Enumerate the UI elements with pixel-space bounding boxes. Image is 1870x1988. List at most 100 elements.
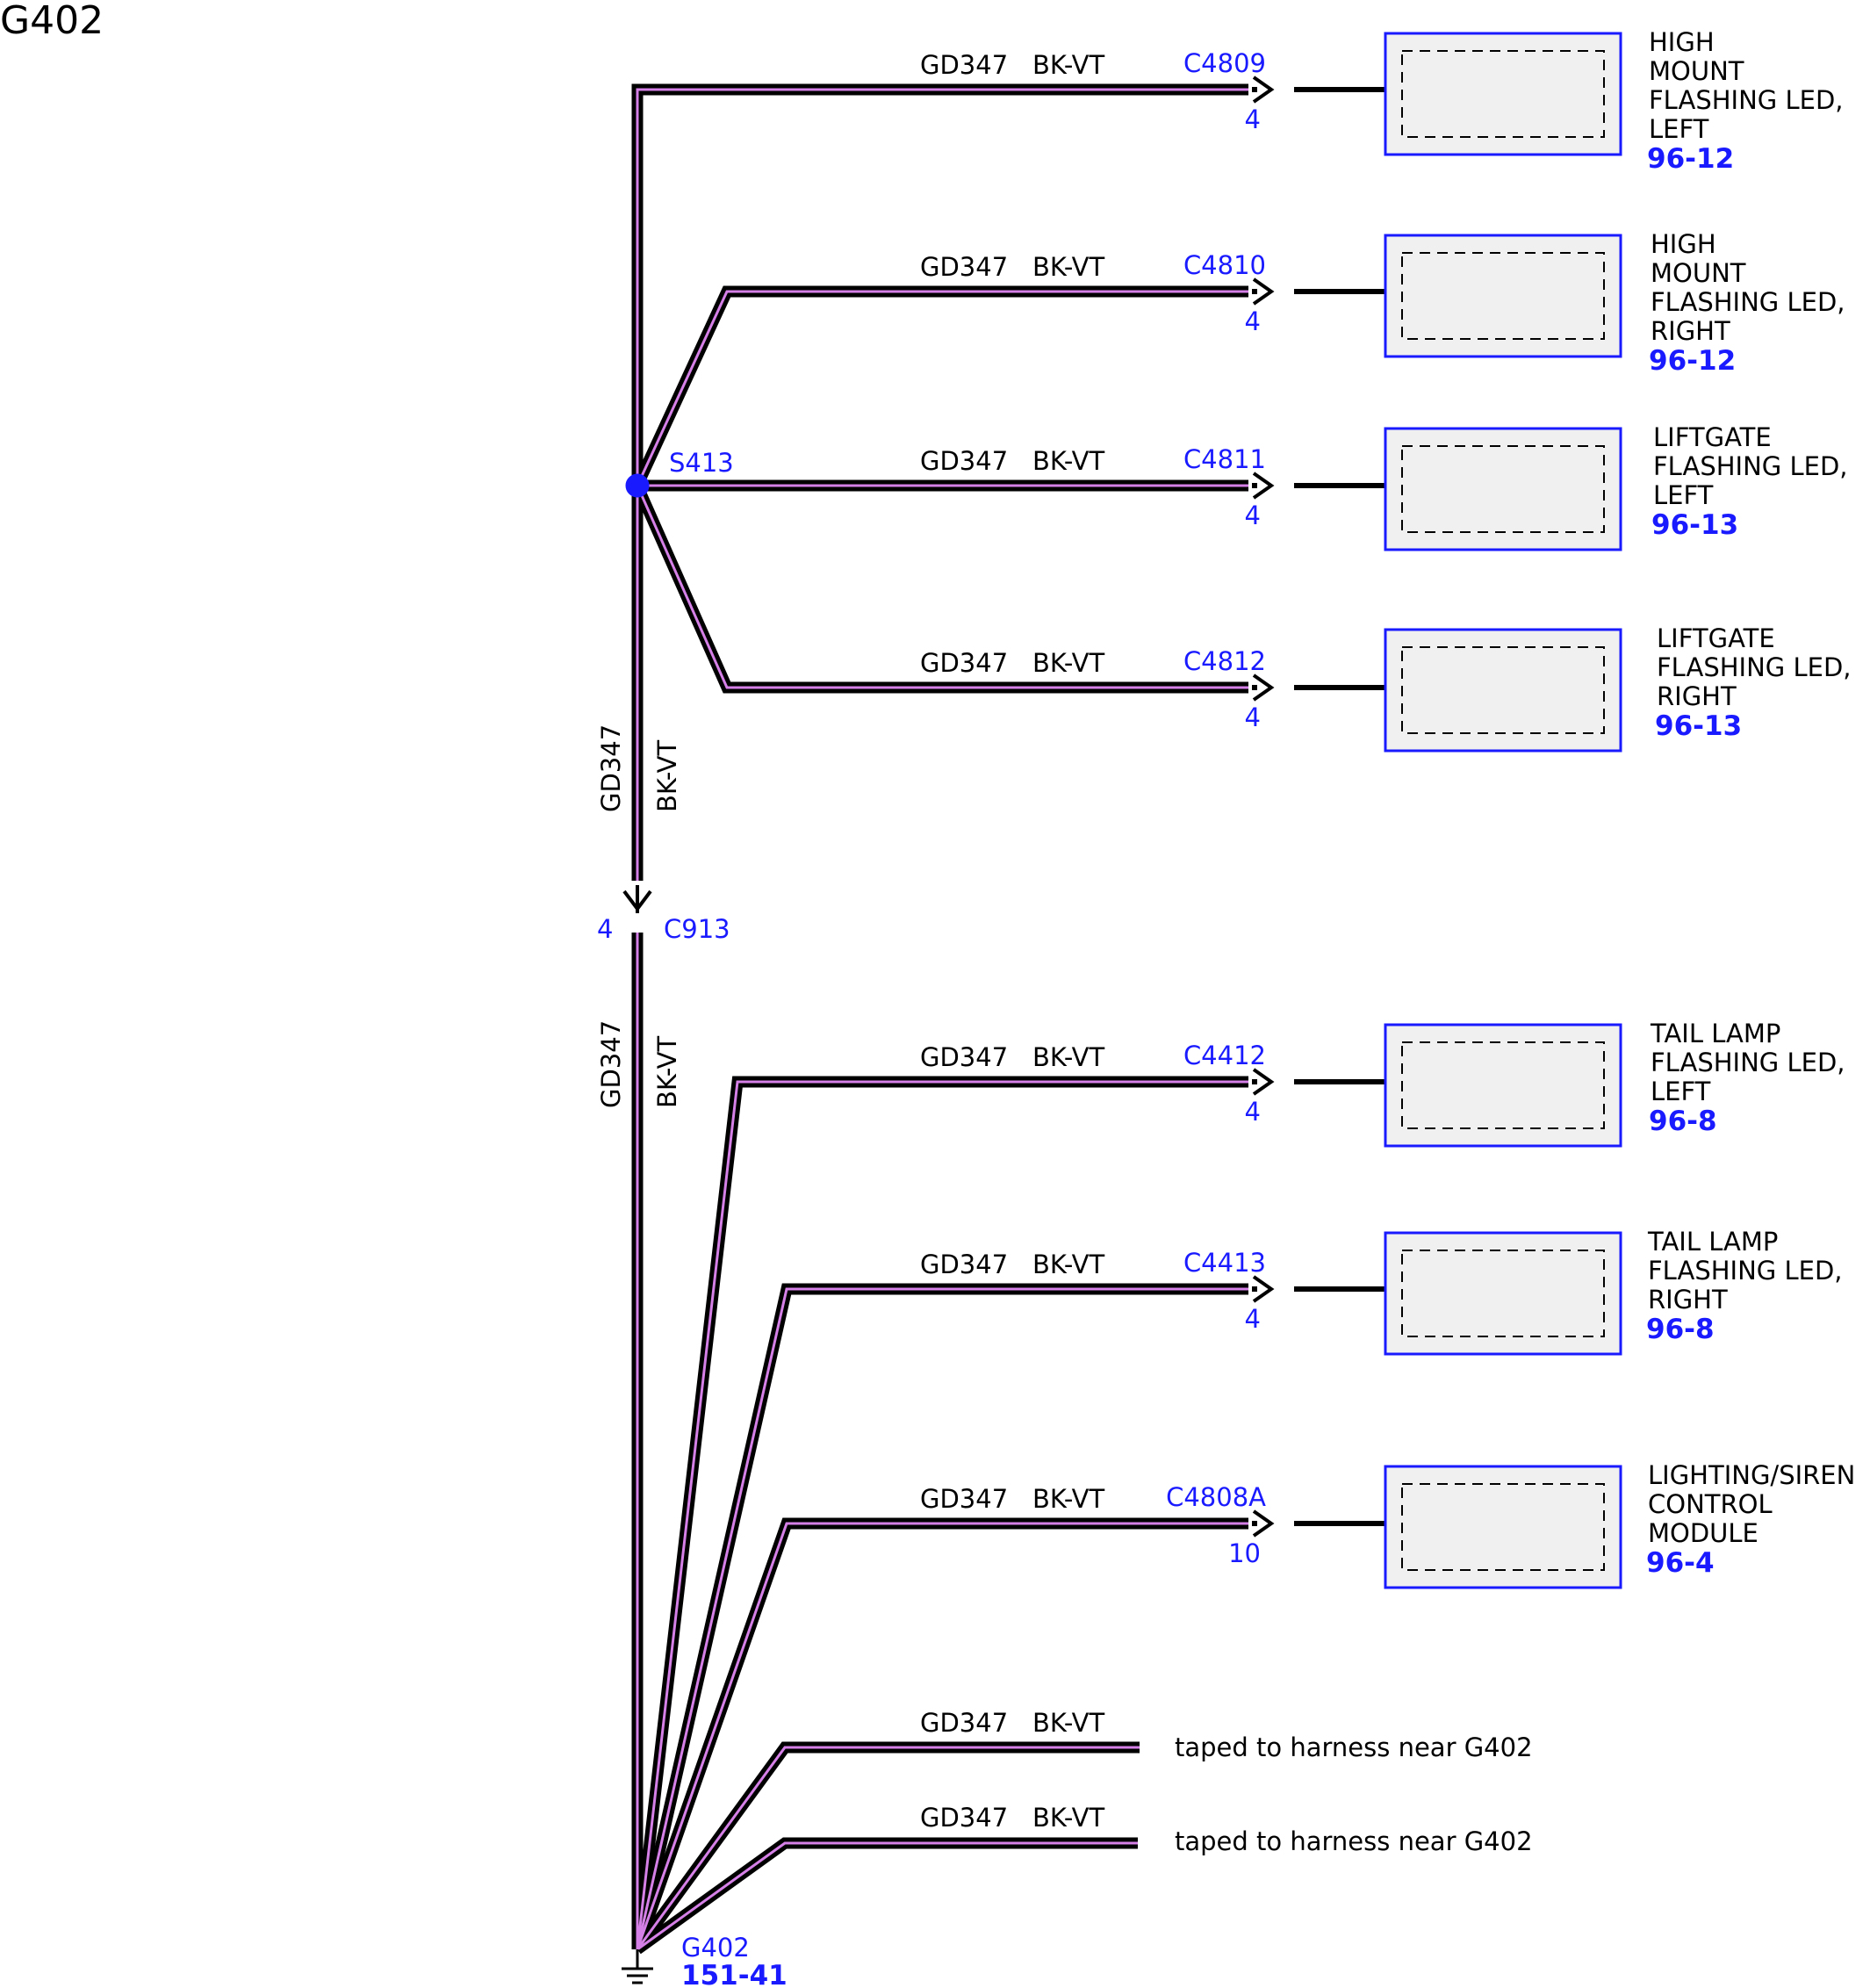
connector-pin: 10 (1228, 1538, 1261, 1568)
component-page-ref[interactable]: 96-4 (1646, 1547, 1715, 1579)
branch-circuit: GD347 (920, 446, 1008, 476)
component-inner-outline (1401, 1041, 1605, 1129)
component-box[interactable] (1384, 234, 1622, 358)
connector-id: C4810 (1183, 250, 1266, 280)
wire-stripes (636, 88, 1248, 1951)
trunk-lower-color: BK-VT (652, 1036, 682, 1108)
component-name-line: RIGHT (1648, 1285, 1728, 1315)
component-name-line: FLASHING LED, (1648, 1256, 1843, 1286)
component-page-ref[interactable]: 96-12 (1649, 345, 1736, 377)
connector-symbol (1252, 673, 1275, 702)
connector-pin: 4 (1245, 702, 1261, 732)
component-name-line: TAIL LAMP (1650, 1019, 1780, 1048)
connector-id: C4808A (1166, 1482, 1266, 1512)
component-page-ref[interactable]: 96-13 (1655, 710, 1742, 742)
component-name-line: FLASHING LED, (1651, 1048, 1845, 1077)
branch-circuit: GD347 (920, 1042, 1008, 1072)
branch-wire-color: BK-VT (1032, 648, 1104, 678)
page-title: G402 (0, 0, 104, 43)
trunk-upper-color: BK-VT (652, 740, 682, 812)
c913-pin: 4 (597, 914, 613, 944)
component-name-line: TAIL LAMP (1647, 1227, 1778, 1257)
taped-1-circuit: GD347 (920, 1708, 1008, 1738)
branch-wire-color: BK-VT (1032, 1250, 1104, 1279)
branch-circuit: GD347 (920, 50, 1008, 80)
component-box[interactable] (1384, 1231, 1622, 1356)
component-name-line: MOUNT (1651, 258, 1746, 288)
component-name-line: CONTROL (1648, 1489, 1773, 1519)
component-box[interactable] (1384, 32, 1622, 156)
connector-pin: 4 (1245, 501, 1261, 530)
connector-symbol (1252, 1275, 1275, 1303)
connector-id: C4412 (1183, 1041, 1266, 1070)
component-name-line: MODULE (1648, 1518, 1759, 1548)
ground-label: G402 (681, 1933, 750, 1963)
component-name-line: LIFTGATE (1653, 422, 1772, 452)
component-inner-outline (1401, 445, 1605, 533)
c913-label: C913 (664, 914, 730, 944)
connector-symbol (1252, 1068, 1275, 1096)
taped-2-color: BK-VT (1032, 1803, 1104, 1833)
component-name-line: FLASHING LED, (1653, 451, 1848, 481)
branch-circuit: GD347 (920, 648, 1008, 678)
component-page-ref[interactable]: 96-8 (1646, 1314, 1715, 1345)
connector-id: C4811 (1183, 444, 1266, 474)
connector-symbol (1252, 472, 1275, 500)
wire-harness (631, 83, 1248, 1955)
branch-wire-color: BK-VT (1032, 1484, 1104, 1514)
component-box[interactable] (1384, 427, 1622, 551)
component-box[interactable] (1384, 1023, 1622, 1148)
component-page-ref[interactable]: 96-13 (1651, 509, 1738, 541)
connector-id: C4413 (1183, 1248, 1266, 1278)
connector-pin: 4 (1245, 1304, 1261, 1334)
component-inner-outline (1401, 1483, 1605, 1571)
component-name-line: LIFTGATE (1657, 623, 1775, 653)
component-name-line: HIGH (1651, 229, 1716, 259)
branch-wire-color: BK-VT (1032, 446, 1104, 476)
component-name-line: LEFT (1649, 114, 1709, 144)
component-name-line: RIGHT (1657, 681, 1737, 711)
component-name-line: MOUNT (1649, 56, 1744, 86)
component-name-line: FLASHING LED, (1651, 287, 1845, 317)
component-name-line: LEFT (1651, 1077, 1711, 1106)
connector-symbol (1252, 76, 1275, 104)
component-inner-outline (1401, 50, 1605, 138)
connector-pin: 4 (1245, 306, 1261, 336)
branch-wire-color: BK-VT (1032, 1042, 1104, 1072)
branch-c4808a: GD347 BK-VT C4808A 10 LIGHTING/SIRENCONTROLM… (920, 1460, 1855, 1589)
splice-label: S413 (669, 448, 734, 478)
component-page-ref[interactable]: 96-8 (1649, 1106, 1717, 1137)
taped-1-note: taped to harness near G402 (1175, 1732, 1533, 1762)
taped-2-note: taped to harness near G402 (1175, 1826, 1533, 1856)
trunk-lower-circuit: GD347 (596, 1020, 626, 1108)
connector-symbol (1252, 1509, 1275, 1538)
taped-1-color: BK-VT (1032, 1708, 1104, 1738)
branch-wire-c4413 (631, 1283, 1248, 1951)
trunk-upper-circuit: GD347 (596, 724, 626, 812)
component-name-line: LIGHTING/SIREN (1648, 1460, 1855, 1490)
component-inner-outline (1401, 252, 1605, 340)
component-box[interactable] (1384, 1465, 1622, 1589)
branch-wire-color: BK-VT (1032, 252, 1104, 282)
component-name-line: RIGHT (1651, 316, 1730, 346)
component-box[interactable] (1384, 628, 1622, 753)
branch-circuit: GD347 (920, 1484, 1008, 1514)
component-page-ref[interactable]: 96-12 (1647, 143, 1734, 175)
taped-2-circuit: GD347 (920, 1803, 1008, 1833)
ground-symbol (622, 1949, 653, 1984)
connector-id: C4809 (1183, 48, 1266, 78)
connector-pin: 4 (1245, 1097, 1261, 1127)
branch-wire-color: BK-VT (1032, 50, 1104, 80)
connector-pin: 4 (1245, 104, 1261, 134)
component-name-line: HIGH (1649, 27, 1715, 57)
connector-symbol (1252, 277, 1275, 306)
component-inner-outline (1401, 646, 1605, 734)
inline-connector-c913 (622, 885, 652, 913)
branch-circuit: GD347 (920, 252, 1008, 282)
